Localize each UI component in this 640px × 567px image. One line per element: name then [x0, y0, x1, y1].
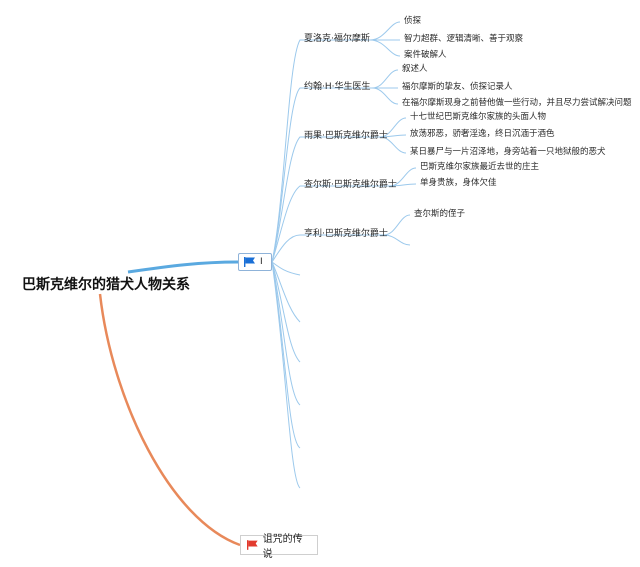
- character-detail[interactable]: 智力超群、逻辑清晰、善于观察: [404, 34, 524, 44]
- branch1-fan: [271, 21, 417, 489]
- character-name[interactable]: 约翰·H·华生医生: [304, 82, 371, 92]
- character-name[interactable]: 雨果·巴斯克维尔爵士: [304, 131, 388, 141]
- branch1-label: I: [260, 257, 263, 267]
- red-flag-icon: [247, 540, 258, 550]
- character-detail[interactable]: 放荡邪恶，骄奢淫逸，终日沉湎于酒色: [410, 129, 555, 139]
- character-detail[interactable]: 十七世纪巴斯克维尔家族的头面人物: [410, 112, 547, 122]
- blue-flag-icon: [244, 257, 255, 267]
- branch2-label: 诅咒的传说: [262, 534, 303, 560]
- character-detail[interactable]: 单身贵族，身体欠佳: [420, 178, 497, 188]
- character-detail[interactable]: 查尔斯的侄子: [414, 209, 466, 219]
- character-detail[interactable]: 某日暴尸与一片沼泽地，身旁站着一只地狱般的恶犬: [410, 147, 606, 157]
- character-name[interactable]: 查尔斯·巴斯克维尔爵士: [304, 180, 397, 190]
- root-topic[interactable]: 巴斯克维尔的猎犬人物关系: [22, 277, 190, 293]
- branch2-node[interactable]: 诅咒的传说: [240, 534, 318, 560]
- character-detail[interactable]: 叙述人: [402, 64, 428, 74]
- character-detail[interactable]: 福尔摩斯的挚友、侦探记录人: [402, 82, 513, 92]
- character-detail[interactable]: 案件破解人: [404, 50, 447, 60]
- branch1-node[interactable]: I: [238, 253, 272, 271]
- character-name[interactable]: 夏洛克·福尔摩斯: [304, 34, 370, 44]
- connector-root-branch1: [127, 260, 239, 274]
- character-detail[interactable]: 在福尔摩斯现身之前替他做一些行动，并且尽力尝试解决问题: [402, 98, 632, 108]
- character-detail[interactable]: 侦探: [404, 16, 422, 26]
- connector-root-branch2: [98, 293, 241, 547]
- character-detail[interactable]: 巴斯克维尔家族最近去世的庄主: [420, 162, 540, 172]
- character-name[interactable]: 亨利·巴斯克维尔爵士: [304, 229, 388, 239]
